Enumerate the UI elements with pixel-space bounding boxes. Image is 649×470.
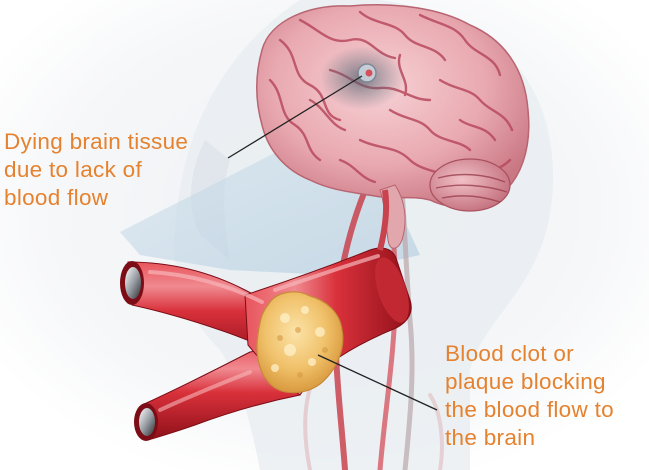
tissue-annotation-line: blood flow bbox=[4, 184, 188, 212]
tissue-annotation: Dying brain tissue due to lack of blood … bbox=[4, 128, 188, 212]
tissue-annotation-line: Dying brain tissue bbox=[4, 128, 188, 156]
tissue-annotation-line: due to lack of bbox=[4, 156, 188, 184]
clot-annotation-line: the blood flow to bbox=[445, 396, 614, 424]
clot-annotation-line: Blood clot or bbox=[445, 340, 614, 368]
clot-annotation-line: plaque blocking bbox=[445, 368, 614, 396]
clot-annotation: Blood clot or plaque blocking the blood … bbox=[445, 340, 614, 452]
clot-annotation-line: the brain bbox=[445, 424, 614, 452]
